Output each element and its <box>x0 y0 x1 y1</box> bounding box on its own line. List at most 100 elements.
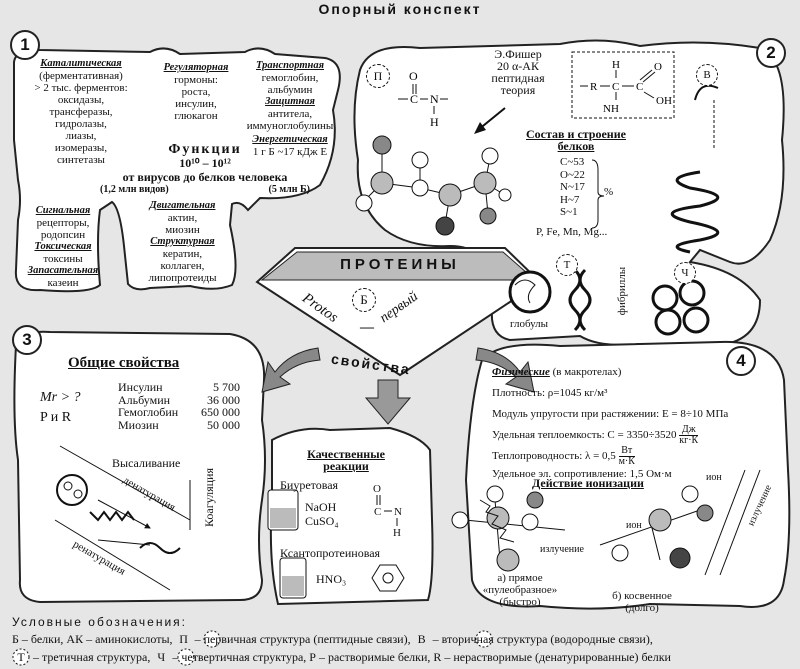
func-title: Защитная <box>265 96 315 107</box>
func-line: (ферментативная) <box>39 70 123 82</box>
func-line: рецепторы, <box>36 217 90 229</box>
func-line: глюкагон <box>174 110 218 122</box>
composition-title-line: белков <box>557 139 595 153</box>
element-item: C~53 <box>560 156 585 168</box>
page-title: Опорный конспект <box>318 1 482 17</box>
elements-list: C~53 O~22 N~17 H~7 S~1 <box>560 156 585 219</box>
svg-text:C: C <box>410 92 418 106</box>
ionization-title: Действие ионизации <box>532 476 644 490</box>
section-number-2: 2 <box>756 38 786 68</box>
salting-label: Высаливание <box>112 456 181 470</box>
element-item: H~7 <box>560 193 580 206</box>
fischer-line: 20 α-АК <box>497 59 539 73</box>
row-value: 650 000 <box>201 405 240 419</box>
func-line: 1 г Б ~17 кДж E <box>252 146 328 158</box>
amino-acid-box <box>571 51 675 119</box>
row-name: Гемоглобин <box>118 405 179 419</box>
func-line: роста, <box>181 86 211 98</box>
svg-text:O: O <box>654 61 662 73</box>
section-number-1: 1 <box>10 30 40 60</box>
denaturation-figure <box>54 445 191 591</box>
unit-den: м·К <box>618 456 635 468</box>
legend-text: Б – белки, АК – аминокислоты, <box>12 632 173 646</box>
func-line: иммуноглобулины <box>246 120 334 132</box>
func-title: Каталитическая <box>40 58 122 69</box>
ion-label-a: ион <box>706 472 722 483</box>
panel-general <box>13 330 266 604</box>
physical-line: Удельное эл. сопротивление: 1,5 Ом·м <box>492 468 672 481</box>
direct-line: (быстро) <box>499 596 541 608</box>
physical-line: Плотность: ρ=1045 кг/м³ <box>492 387 608 399</box>
func-line: синтетазы <box>57 154 105 166</box>
fischer-line: пептидная <box>491 71 545 85</box>
svg-text:OH: OH <box>656 95 672 107</box>
func-motor: Двигательная актин, миозин Структурная к… <box>130 200 235 284</box>
ch-circle: Ч <box>674 262 696 284</box>
physical-title: Физические <box>492 366 550 378</box>
physical-heading: Физические (в макротелах) <box>492 362 782 383</box>
table-row: Гемоглобин 650 000 <box>118 406 240 419</box>
fischer-theory: Э.Фишер 20 α-АК пептидная теория <box>470 48 566 96</box>
legend-p: П <box>179 632 188 646</box>
func-title: Энергетическая <box>252 134 328 145</box>
section-number-4: 4 <box>726 346 756 376</box>
element-item: O~22 <box>560 168 585 181</box>
func-line: трансферазы, <box>49 106 113 118</box>
direct-label: а) прямое «пулеобразное» (быстро) <box>470 572 570 608</box>
func-transport: Транспортная гемоглобин, альбумин Защитн… <box>240 60 340 158</box>
svg-text:C: C <box>636 81 643 93</box>
func-line: инсулин, <box>175 98 217 110</box>
ionization-figure <box>451 469 761 576</box>
alpha-helix <box>670 84 720 254</box>
legend-text: – четвертичная структура, Р – растворимы… <box>172 650 671 664</box>
direct-line: а) прямое <box>497 572 543 584</box>
amino-acid-formula: R C H NH C O OH <box>580 59 672 115</box>
mr-label: Mr > ? <box>40 390 81 405</box>
func-signal: Сигнальная рецепторы, родопсин Токсическ… <box>22 205 104 289</box>
svg-text:NH: NH <box>603 103 619 115</box>
panel-quality <box>269 426 434 606</box>
func-line: альбумин <box>267 84 313 96</box>
svg-text:H: H <box>393 527 401 539</box>
reagent-cuso4: CuSO₄ <box>305 514 339 528</box>
physical-cond: Теплопроводность: λ = 0,5 <box>492 450 616 463</box>
func-title: Транспортная <box>256 60 324 71</box>
count-viruses: (1,2 млн видов) <box>100 184 169 195</box>
direct-line: «пулеобразное» <box>482 584 558 596</box>
indirect-line: (долго) <box>625 602 659 614</box>
func-title: Двигательная <box>149 200 216 211</box>
func-line: гидролазы, <box>55 118 107 130</box>
peptide-bond-formula: O C N H <box>398 69 448 129</box>
func-line: лиазы, <box>65 130 97 142</box>
legend-t: Т <box>17 650 25 664</box>
func-line: миозин <box>165 224 200 236</box>
arrow-left <box>261 347 321 393</box>
legend-text: – третичная структура, <box>33 650 151 664</box>
test-tubes: O C N H <box>267 483 405 599</box>
composition-title: Состав и строение белков <box>512 128 640 152</box>
func-line: липопротеиды <box>148 272 217 284</box>
functions-range: 10¹⁰ – 10¹² <box>179 156 231 170</box>
func-line: гормоны: <box>174 74 218 86</box>
func-line: актин, <box>167 212 198 224</box>
physical-heat: Удельная теплоемкость: C = 3350÷3520 <box>492 429 677 442</box>
radiation-label-a: излучение <box>540 544 584 555</box>
arrow-right <box>475 347 535 393</box>
func-title: Структурная <box>150 236 215 247</box>
panel-functions <box>13 47 341 293</box>
t-circle: Т <box>556 254 578 276</box>
func-line: казеин <box>47 277 79 289</box>
func-line: токсины <box>43 253 83 265</box>
row-value: 36 000 <box>207 392 240 407</box>
xanth-label: Ксантопротеиновая <box>280 546 381 560</box>
coagulation-label: Коагуляция <box>202 468 216 527</box>
b-circle: Б <box>352 288 376 312</box>
func-line: коллаген, <box>160 260 205 272</box>
svg-text:O: O <box>373 483 381 495</box>
